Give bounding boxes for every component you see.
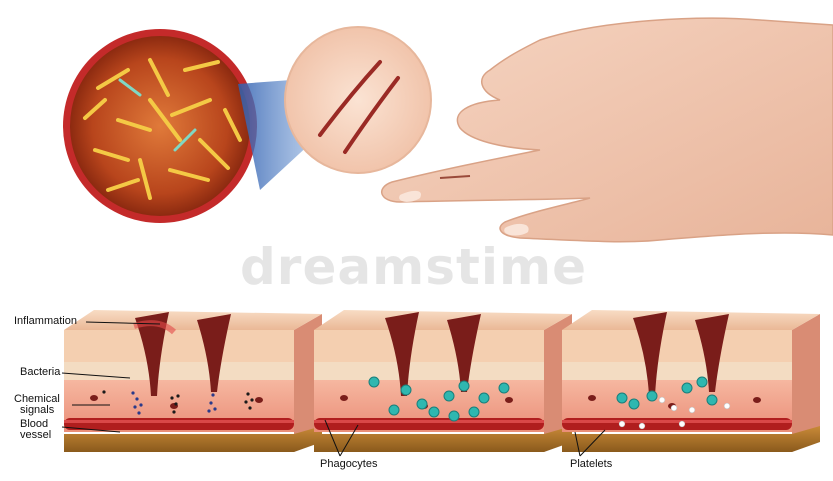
label-vessel: vessel — [20, 430, 51, 441]
skin-block-2 — [314, 310, 572, 452]
label-phagocytes: Phagocytes — [320, 459, 377, 470]
skin-block-3 — [562, 310, 820, 452]
label-platelets: Platelets — [570, 459, 612, 470]
label-signals: signals — [20, 405, 54, 416]
magnifier-circle — [285, 27, 431, 173]
bacteria-circle — [63, 29, 257, 223]
label-bacteria: Bacteria — [20, 367, 60, 378]
label-inflammation: Inflammation — [14, 316, 77, 327]
watermark: dreamstime — [240, 238, 587, 296]
hand-illustration — [382, 18, 833, 242]
